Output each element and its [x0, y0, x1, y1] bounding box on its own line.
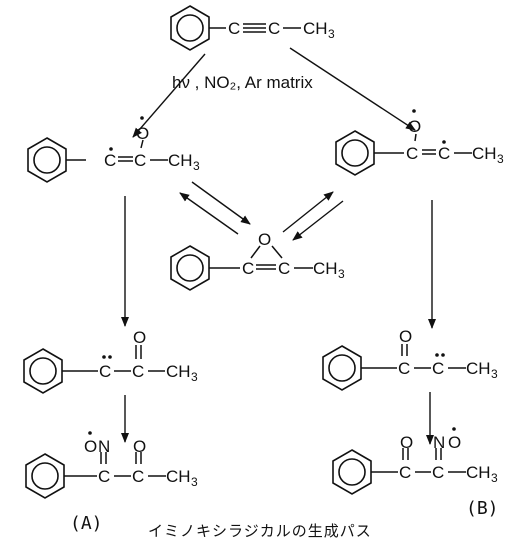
svg-text:3: 3 — [191, 475, 198, 489]
svg-text:CH: CH — [168, 151, 193, 170]
svg-text:3: 3 — [191, 370, 198, 384]
methyl-label: CH — [303, 19, 328, 38]
alkyne-carbon-1: C — [228, 19, 240, 38]
svg-text:C: C — [134, 151, 146, 170]
right-acyl-carbene: C O C CH 3 — [322, 327, 498, 391]
equilibrium-arrow-forward-left — [191, 181, 251, 225]
left-acyl-carbene: C C O CH 3 — [23, 328, 198, 394]
caption: イミノキシラジカルの生成パス — [148, 522, 372, 540]
svg-text:3: 3 — [338, 267, 345, 281]
benzene-ring-icon — [170, 5, 210, 51]
svg-text:CH: CH — [166, 362, 191, 381]
svg-text:O: O — [133, 328, 146, 347]
svg-text:C: C — [98, 467, 110, 486]
svg-text:3: 3 — [491, 367, 498, 381]
alkyne-carbon-2: C — [268, 19, 280, 38]
phenylpropyne: C C CH 3 — [170, 5, 335, 51]
svg-text:CH: CH — [166, 467, 191, 486]
svg-text:C: C — [406, 144, 418, 163]
benzene-ring-icon — [335, 130, 375, 176]
oxirene: C C O CH 3 — [170, 230, 345, 291]
label-a: (A) — [70, 513, 103, 534]
svg-text:C: C — [242, 259, 254, 278]
svg-text:N: N — [433, 433, 445, 452]
equilibrium-arrow-back-right — [292, 200, 344, 241]
svg-text:O: O — [84, 437, 97, 456]
svg-text:CH: CH — [466, 359, 491, 378]
equilibrium-arrow-back-left — [179, 192, 239, 235]
svg-text:C: C — [278, 259, 290, 278]
svg-text:N: N — [98, 437, 110, 456]
equilibrium-arrow-forward-right — [282, 191, 334, 233]
svg-text:O: O — [399, 327, 412, 346]
svg-text:O: O — [133, 437, 146, 456]
svg-text:3: 3 — [491, 471, 498, 485]
benzene-ring-icon — [332, 449, 372, 495]
svg-text:CH: CH — [313, 259, 338, 278]
svg-text:CH: CH — [466, 463, 491, 482]
svg-text:C: C — [132, 362, 144, 381]
arrow-to-right-carbene — [289, 47, 416, 131]
svg-text:3: 3 — [193, 159, 200, 173]
svg-text:3: 3 — [328, 27, 335, 41]
svg-text:O: O — [400, 433, 413, 452]
product-b: C O C N O CH 3 — [332, 427, 498, 495]
svg-text:O: O — [448, 433, 461, 452]
left-carbene: C C O CH 3 — [27, 116, 200, 183]
label-b: (B) — [466, 498, 499, 519]
right-carbene: C O C CH 3 — [335, 109, 504, 176]
svg-text:O: O — [136, 124, 149, 143]
svg-text:3: 3 — [497, 152, 504, 166]
reaction-conditions: hν , NO₂, Ar matrix — [172, 73, 313, 92]
benzene-ring-icon — [170, 245, 210, 291]
svg-text:CH: CH — [472, 144, 497, 163]
svg-text:O: O — [258, 230, 271, 249]
svg-text:C: C — [132, 467, 144, 486]
svg-text:C: C — [432, 463, 444, 482]
benzene-ring-icon — [25, 453, 65, 499]
benzene-ring-icon — [322, 345, 362, 391]
svg-text:O: O — [408, 117, 421, 136]
product-a: C N O C O CH 3 — [25, 431, 198, 499]
benzene-ring-icon — [23, 348, 63, 394]
svg-text:C: C — [398, 359, 410, 378]
svg-text:C: C — [104, 151, 116, 170]
svg-text:C: C — [438, 144, 450, 163]
svg-text:C: C — [432, 359, 444, 378]
benzene-ring-icon — [27, 137, 67, 183]
svg-text:C: C — [399, 463, 411, 482]
svg-text:C: C — [99, 362, 111, 381]
arrow-to-left-carbene — [132, 53, 206, 138]
